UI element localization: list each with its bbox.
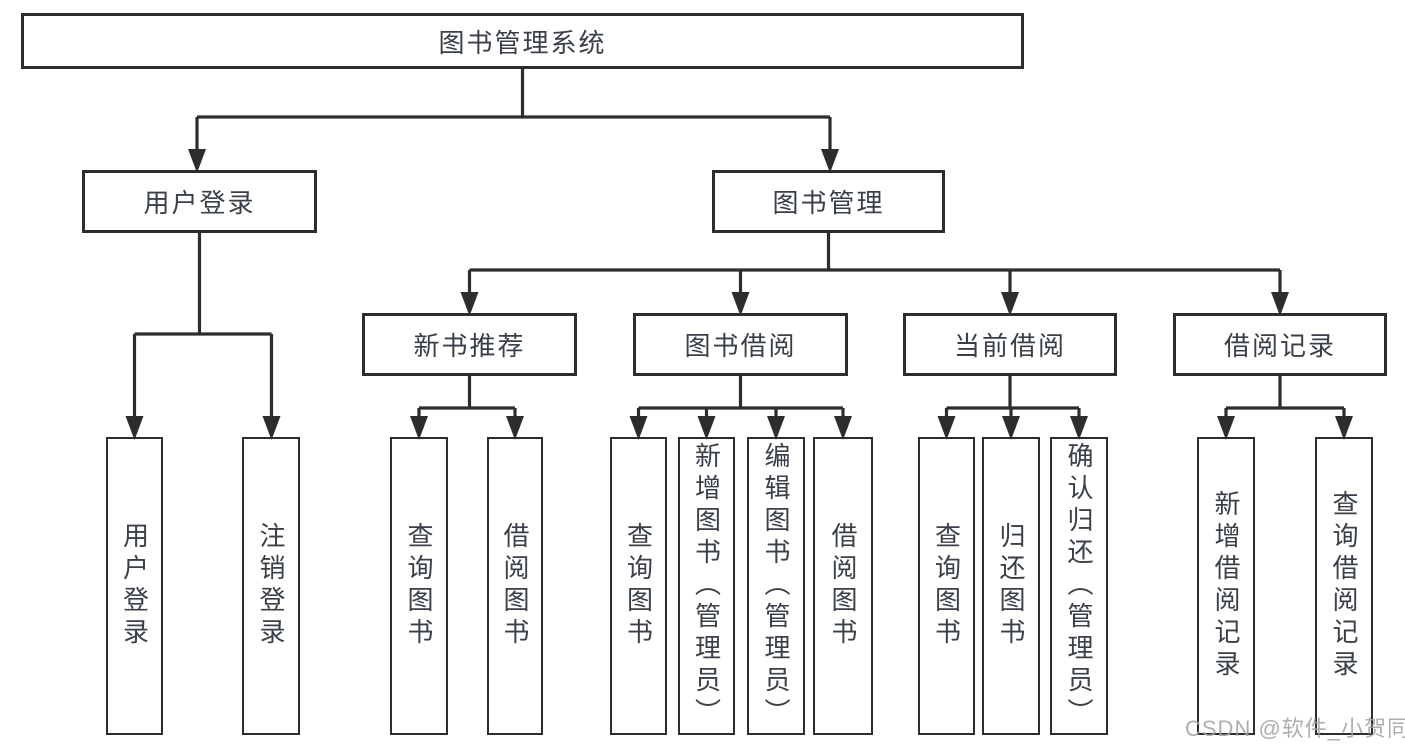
node-new-book-recommend: 新书推荐 bbox=[362, 313, 577, 376]
node-borrow-records-label: 借阅记录 bbox=[1223, 331, 1336, 361]
leaf-login-user-login-label: 用户登录 bbox=[119, 522, 150, 650]
leaf-borrow-query-books: 查询图书 bbox=[610, 437, 667, 735]
leaf-borrow-add-books-admin-label: 新增图书（管理员） bbox=[691, 442, 722, 730]
leaf-newbook-query-books: 查询图书 bbox=[390, 437, 448, 735]
leaf-current-confirm-return-admin: 确认归还（管理员） bbox=[1050, 437, 1108, 735]
leaf-current-query-books-label: 查询图书 bbox=[931, 522, 962, 650]
leaf-newbook-borrow-books-label: 借阅图书 bbox=[500, 522, 530, 650]
leaf-login-logout: 注销登录 bbox=[242, 437, 300, 735]
leaf-records-add-record-label: 新增借阅记录 bbox=[1211, 490, 1241, 682]
leaf-records-query-record-label: 查询借阅记录 bbox=[1329, 490, 1359, 682]
leaf-newbook-borrow-books: 借阅图书 bbox=[487, 437, 543, 735]
leaf-current-confirm-return-admin-label: 确认归还（管理员） bbox=[1064, 442, 1094, 730]
leaf-current-query-books: 查询图书 bbox=[918, 437, 975, 735]
leaf-login-user-login: 用户登录 bbox=[106, 437, 163, 735]
node-book-borrow-label: 图书借阅 bbox=[684, 331, 797, 361]
leaf-borrow-borrow-books: 借阅图书 bbox=[813, 437, 873, 735]
leaf-borrow-edit-books-admin-label: 编辑图书（管理员） bbox=[761, 442, 791, 730]
node-root-label: 图书管理系统 bbox=[438, 27, 607, 58]
node-root: 图书管理系统 bbox=[21, 13, 1024, 69]
leaf-borrow-borrow-books-label: 借阅图书 bbox=[828, 522, 858, 650]
node-user-login-label: 用户登录 bbox=[143, 188, 256, 218]
leaf-borrow-query-books-label: 查询图书 bbox=[623, 522, 654, 650]
leaf-newbook-query-books-label: 查询图书 bbox=[404, 522, 434, 650]
node-book-borrow: 图书借阅 bbox=[633, 313, 848, 376]
leaf-borrow-edit-books-admin: 编辑图书（管理员） bbox=[747, 437, 805, 735]
node-new-book-recommend-label: 新书推荐 bbox=[413, 331, 526, 361]
node-current-borrow-label: 当前借阅 bbox=[953, 331, 1066, 361]
node-book-management: 图书管理 bbox=[712, 170, 945, 233]
leaf-borrow-add-books-admin: 新增图书（管理员） bbox=[678, 437, 735, 735]
node-user-login: 用户登录 bbox=[82, 170, 317, 233]
csdn-watermark: CSDN @软件_小贺同学 bbox=[1185, 716, 1405, 741]
node-borrow-records: 借阅记录 bbox=[1173, 313, 1387, 376]
leaf-current-return-books-label: 归还图书 bbox=[996, 522, 1026, 650]
leaf-current-return-books: 归还图书 bbox=[982, 437, 1040, 735]
leaf-login-logout-label: 注销登录 bbox=[256, 522, 286, 650]
node-current-borrow: 当前借阅 bbox=[903, 313, 1117, 376]
leaf-records-add-record: 新增借阅记录 bbox=[1197, 437, 1255, 735]
node-book-management-label: 图书管理 bbox=[772, 188, 885, 218]
leaf-records-query-record: 查询借阅记录 bbox=[1315, 437, 1373, 735]
